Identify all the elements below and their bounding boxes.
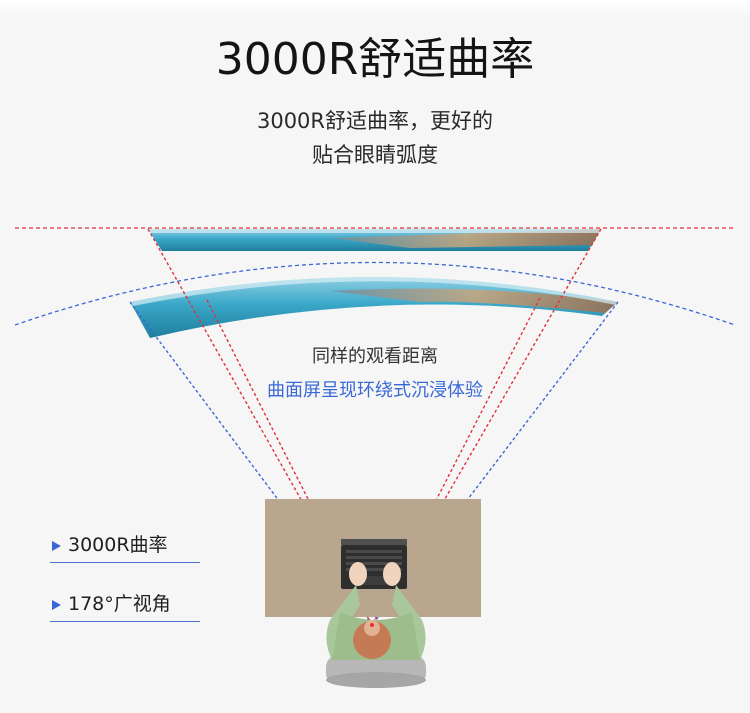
subtitle-line-1: 3000R舒适曲率，更好的 <box>256 109 494 133</box>
caption-immersive: 曲面屏呈现环绕式沉浸体验 <box>267 380 483 401</box>
triangle-right-icon <box>52 541 61 551</box>
feature-viewing-angle: 178°广视角 <box>50 589 200 622</box>
flat-screen-image <box>148 229 601 251</box>
person-icon <box>326 562 426 688</box>
page-title: 3000R舒适曲率 <box>215 34 535 85</box>
feature-label: 178°广视角 <box>68 593 171 615</box>
caption-same-distance: 同样的观看距离 <box>312 346 438 367</box>
triangle-right-icon <box>52 600 61 610</box>
curved-screen-image <box>130 277 618 338</box>
subtitle-line-2: 贴合眼睛弧度 <box>312 143 438 167</box>
feature-curvature: 3000R曲率 <box>50 530 200 563</box>
eye-point <box>370 623 374 627</box>
feature-label: 3000R曲率 <box>68 534 168 556</box>
curved-screen-arc <box>14 261 736 326</box>
